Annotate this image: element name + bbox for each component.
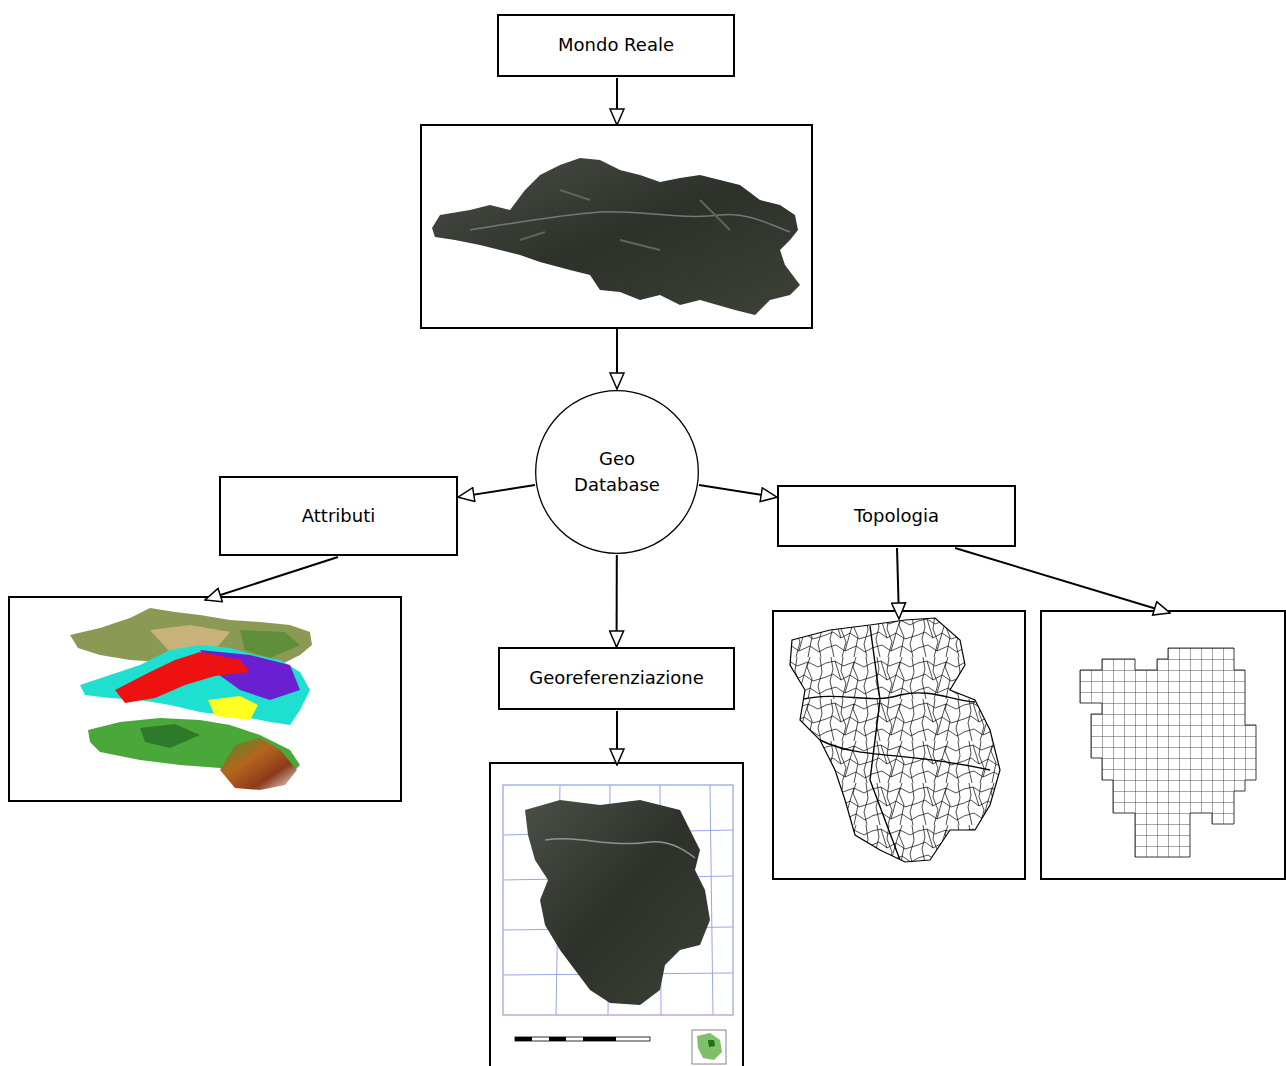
satellite-region	[432, 158, 800, 315]
flow-arrow	[616, 711, 618, 765]
vector-topology	[773, 611, 1025, 879]
region-outline	[790, 618, 1000, 862]
image-frame	[1041, 611, 1285, 879]
node-label: Mondo Reale	[558, 32, 674, 58]
locator-highlight	[708, 1040, 715, 1047]
soil-patch	[115, 652, 250, 703]
graticule	[503, 785, 733, 1015]
scale-bar	[515, 1037, 650, 1041]
grid-cells	[1080, 648, 1256, 857]
node-label: Topologia	[854, 503, 939, 529]
flow-arrows	[205, 78, 1170, 765]
polygon-mesh	[775, 613, 1023, 877]
elevation-layer	[220, 738, 297, 790]
flow-arrow	[955, 548, 1170, 613]
image-frame	[773, 611, 1025, 879]
river	[545, 839, 695, 858]
circle-shape	[536, 391, 699, 554]
locator-region	[697, 1033, 722, 1060]
node-label: Georeferenziazione	[529, 665, 703, 691]
georeferenced-map	[490, 763, 743, 1066]
node-label: Attributi	[302, 503, 375, 529]
river	[470, 212, 790, 232]
texture	[520, 190, 730, 250]
satellite-region	[525, 800, 710, 1005]
flow-arrow	[897, 548, 899, 619]
database-circle: Geo Database	[534, 389, 700, 555]
image-frame	[490, 763, 743, 1066]
node-label: Geo Database	[567, 446, 667, 498]
vegetation-patch	[140, 724, 200, 748]
connector-arrow	[699, 485, 777, 497]
circle-outline	[534, 389, 700, 555]
connector-arrow	[458, 485, 535, 497]
attribute-layers	[9, 597, 401, 801]
process-box: Topologia	[777, 485, 1016, 547]
process-box: Attributi	[219, 476, 458, 556]
road-lines	[800, 626, 990, 860]
flow-arrow	[616, 78, 618, 125]
process-box: Georeferenziazione	[498, 647, 735, 710]
raster-grid	[1041, 611, 1285, 879]
process-box: Mondo Reale	[497, 14, 735, 77]
soil-layer	[80, 645, 310, 725]
image-frame	[421, 125, 812, 328]
image-frame	[9, 597, 401, 801]
neatline	[503, 785, 733, 1015]
connector-arrow	[616, 555, 618, 647]
soil-patch	[208, 696, 258, 720]
flow-arrow	[205, 557, 338, 600]
flow-arrow	[616, 329, 618, 389]
satellite-image	[421, 125, 812, 328]
locator-inset	[692, 1030, 726, 1064]
